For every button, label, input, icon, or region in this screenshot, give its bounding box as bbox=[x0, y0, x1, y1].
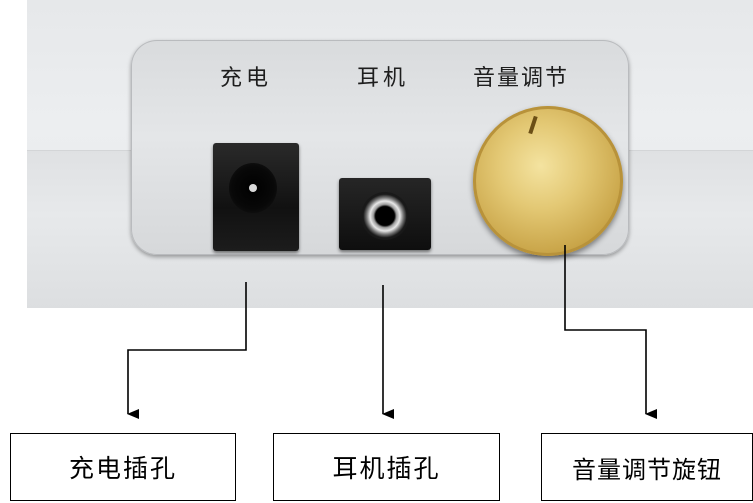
device-photo: 充电 耳机 音量调节 bbox=[27, 0, 753, 308]
caption-earphone-port: 耳机插孔 bbox=[273, 433, 500, 501]
panel-label-volume: 音量调节 bbox=[473, 66, 570, 91]
charging-jack bbox=[213, 143, 299, 251]
charge-callout-line bbox=[127, 282, 247, 419]
earphone-jack bbox=[339, 178, 431, 250]
charging-jack-pin bbox=[249, 184, 257, 192]
panel-label-charge: 充电 bbox=[220, 66, 273, 91]
caption-volume-knob: 音量调节旋钮 bbox=[541, 433, 753, 501]
panel-label-earphone: 耳机 bbox=[357, 66, 410, 91]
volume-callout-line bbox=[564, 245, 657, 419]
earphone-jack-ring bbox=[361, 192, 409, 240]
volume-knob bbox=[473, 106, 623, 256]
caption-charge-port: 充电插孔 bbox=[10, 433, 236, 501]
